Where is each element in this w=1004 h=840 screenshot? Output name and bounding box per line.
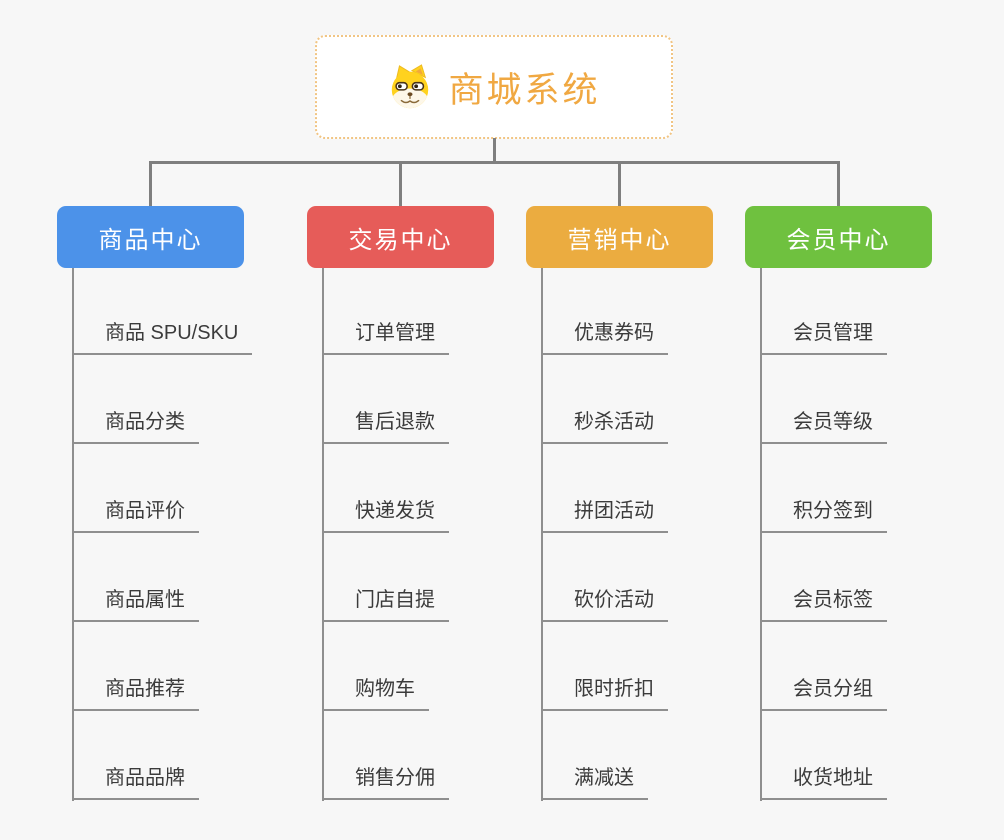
leaf-node[interactable]: 商品推荐 <box>72 665 199 711</box>
leaf-node[interactable]: 满减送 <box>541 754 648 800</box>
branch-node-1[interactable]: 商品中心 <box>57 206 244 268</box>
root-node[interactable]: 商城系统 <box>315 35 673 139</box>
connector-drop <box>837 161 840 208</box>
branch-label: 交易中心 <box>348 226 453 254</box>
leaf-node[interactable]: 会员管理 <box>760 309 887 355</box>
branch-node-3[interactable]: 营销中心 <box>526 206 713 268</box>
leaf-node[interactable]: 限时折扣 <box>541 665 668 711</box>
leaf-node[interactable]: 会员标签 <box>760 576 887 622</box>
connector-drop <box>618 161 621 208</box>
leaf-node[interactable]: 积分签到 <box>760 487 887 533</box>
leaf-node[interactable]: 快递发货 <box>322 487 449 533</box>
branch-label: 会员中心 <box>786 226 891 254</box>
leaf-node[interactable]: 销售分佣 <box>322 754 449 800</box>
root-title: 商城系统 <box>448 70 601 110</box>
branch-node-4[interactable]: 会员中心 <box>745 206 932 268</box>
leaf-node[interactable]: 收货地址 <box>760 754 887 800</box>
connector-bus <box>149 161 840 164</box>
branch-label: 营销中心 <box>567 226 672 254</box>
leaf-node[interactable]: 门店自提 <box>322 576 449 622</box>
leaf-node[interactable]: 会员等级 <box>760 398 887 444</box>
leaf-node[interactable]: 订单管理 <box>322 309 449 355</box>
connector-drop <box>149 161 152 208</box>
leaf-node[interactable]: 售后退款 <box>322 398 449 444</box>
branch-node-2[interactable]: 交易中心 <box>307 206 494 268</box>
leaf-node[interactable]: 会员分组 <box>760 665 887 711</box>
leaf-node[interactable]: 商品属性 <box>72 576 199 622</box>
branch-trunk <box>322 268 324 801</box>
leaf-node[interactable]: 砍价活动 <box>541 576 668 622</box>
branch-label: 商品中心 <box>98 226 203 254</box>
branch-trunk <box>760 268 762 801</box>
doge-icon <box>387 64 433 110</box>
leaf-node[interactable]: 购物车 <box>322 665 429 711</box>
leaf-node[interactable]: 秒杀活动 <box>541 398 668 444</box>
connector-drop <box>399 161 402 208</box>
leaf-node[interactable]: 商品分类 <box>72 398 199 444</box>
branch-trunk <box>541 268 543 801</box>
leaf-node[interactable]: 商品品牌 <box>72 754 199 800</box>
leaf-node[interactable]: 商品 SPU/SKU <box>72 309 253 355</box>
leaf-node[interactable]: 优惠券码 <box>541 309 668 355</box>
leaf-node[interactable]: 拼团活动 <box>541 487 668 533</box>
root-connector-stub <box>493 138 496 162</box>
branch-trunk <box>72 268 74 801</box>
leaf-node[interactable]: 商品评价 <box>72 487 199 533</box>
